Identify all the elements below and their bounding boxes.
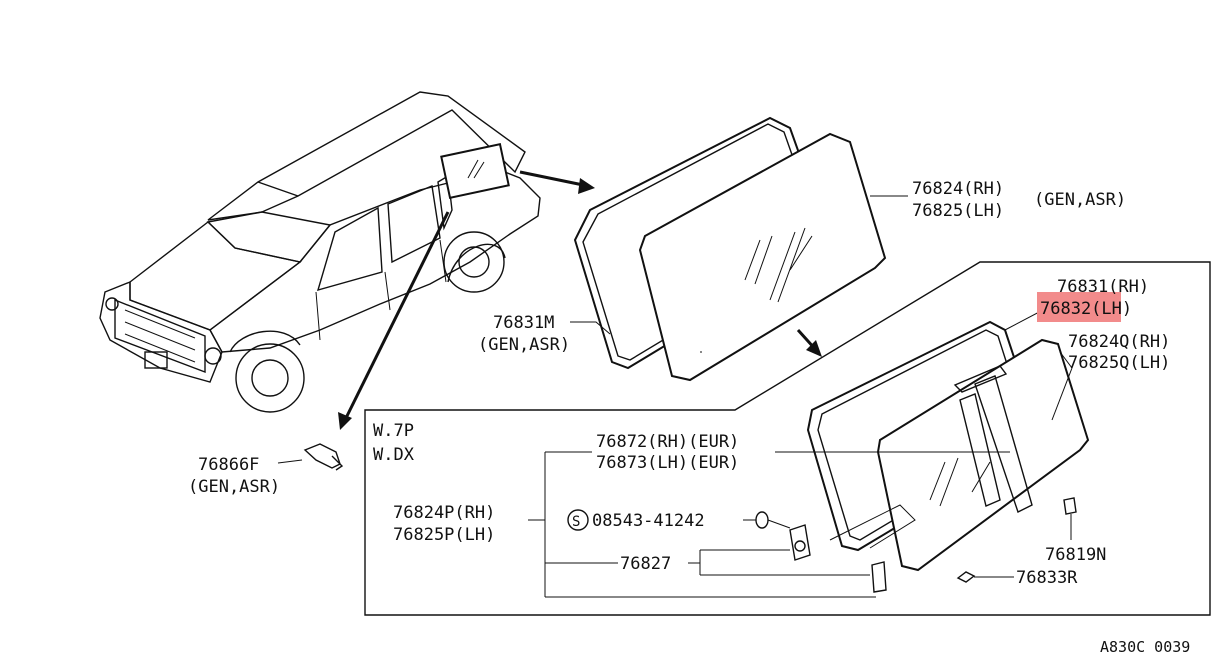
highlight-marker [1037, 292, 1121, 322]
hardware-parts [277, 443, 1077, 593]
part-label-76824q: 76824Q(RH) [1068, 332, 1170, 352]
quarter-glass-lower [806, 299, 1090, 572]
variant-label-clip: (GEN,ASR) [188, 477, 280, 497]
screw-symbol: S [572, 514, 580, 530]
variant-label-left: (GEN,ASR) [478, 335, 570, 355]
vehicle-illustration [99, 91, 541, 413]
part-label-76866f: 76866F [198, 455, 259, 475]
part-label-76833r: 76833R [1016, 568, 1078, 588]
part-label-76824: 76824(RH) [912, 179, 1004, 199]
variant-label-wdx: W.DX [373, 445, 415, 465]
diagram-code: A830C 0039 [1100, 638, 1190, 656]
part-label-76825p: 76825P(LH) [393, 525, 495, 545]
part-label-76819n: 76819N [1045, 545, 1106, 565]
part-label-76832: 76832(LH) [1040, 299, 1132, 319]
part-label-76825: 76825(LH) [912, 201, 1004, 221]
part-label-76827: 76827 [620, 554, 671, 574]
variant-label-top: (GEN,ASR) [1034, 190, 1126, 210]
lower-detail-box [364, 261, 1211, 616]
part-label-76824p: 76824P(RH) [393, 503, 495, 523]
part-label-08543: 08543-41242 [592, 511, 705, 531]
part-label-76873: 76873(LH)(EUR) [596, 453, 739, 473]
part-label-76825q: 76825Q(LH) [1068, 353, 1170, 373]
leader-lines [528, 451, 1010, 598]
pointer-arrows [338, 170, 822, 430]
quarter-glass-upper [570, 116, 908, 382]
part-label-76831m: 76831M [493, 313, 554, 333]
part-label-76872: 76872(RH)(EUR) [596, 432, 739, 452]
part-label-76831: 76831(RH) [1057, 277, 1149, 297]
variant-label-w7p: W.7P [373, 421, 414, 441]
screw-symbol-circle [567, 509, 589, 531]
